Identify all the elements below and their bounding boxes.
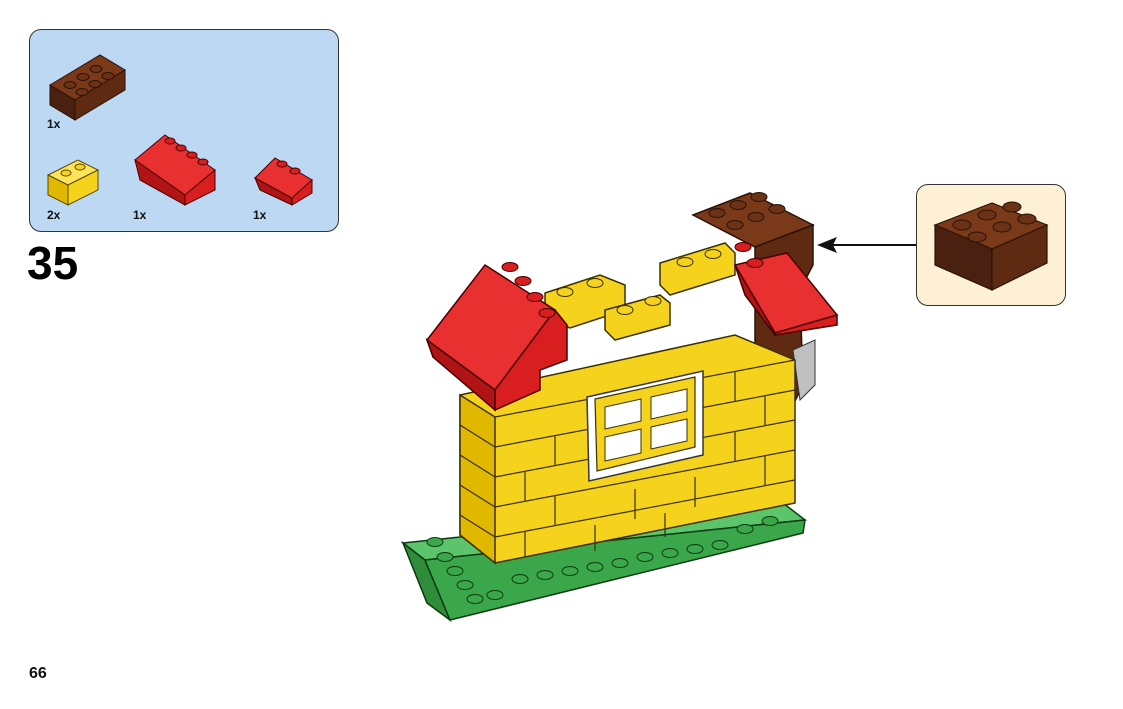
callout-box bbox=[916, 184, 1066, 306]
part-quantity: 1x bbox=[133, 208, 146, 222]
house-model bbox=[395, 185, 845, 625]
callout-arrow bbox=[815, 232, 917, 258]
page-number: 66 bbox=[29, 665, 47, 683]
brown-brick-icon bbox=[50, 55, 125, 120]
part-quantity: 2x bbox=[47, 208, 60, 222]
yellow-brick-icon bbox=[48, 160, 98, 205]
model-illustration bbox=[395, 185, 845, 625]
parts-list-panel: 1x 2x 1x 1x bbox=[29, 29, 339, 232]
part-quantity: 1x bbox=[253, 208, 266, 222]
arrow-left-icon bbox=[815, 232, 917, 258]
part-quantity: 1x bbox=[47, 117, 60, 131]
yellow-top-bricks bbox=[545, 243, 735, 340]
parts-list-illustration bbox=[30, 30, 339, 232]
step-number: 35 bbox=[27, 240, 78, 286]
brown-brick-icon bbox=[917, 185, 1066, 306]
red-slope-small-icon bbox=[255, 158, 312, 205]
red-slope-large-icon bbox=[135, 135, 215, 205]
